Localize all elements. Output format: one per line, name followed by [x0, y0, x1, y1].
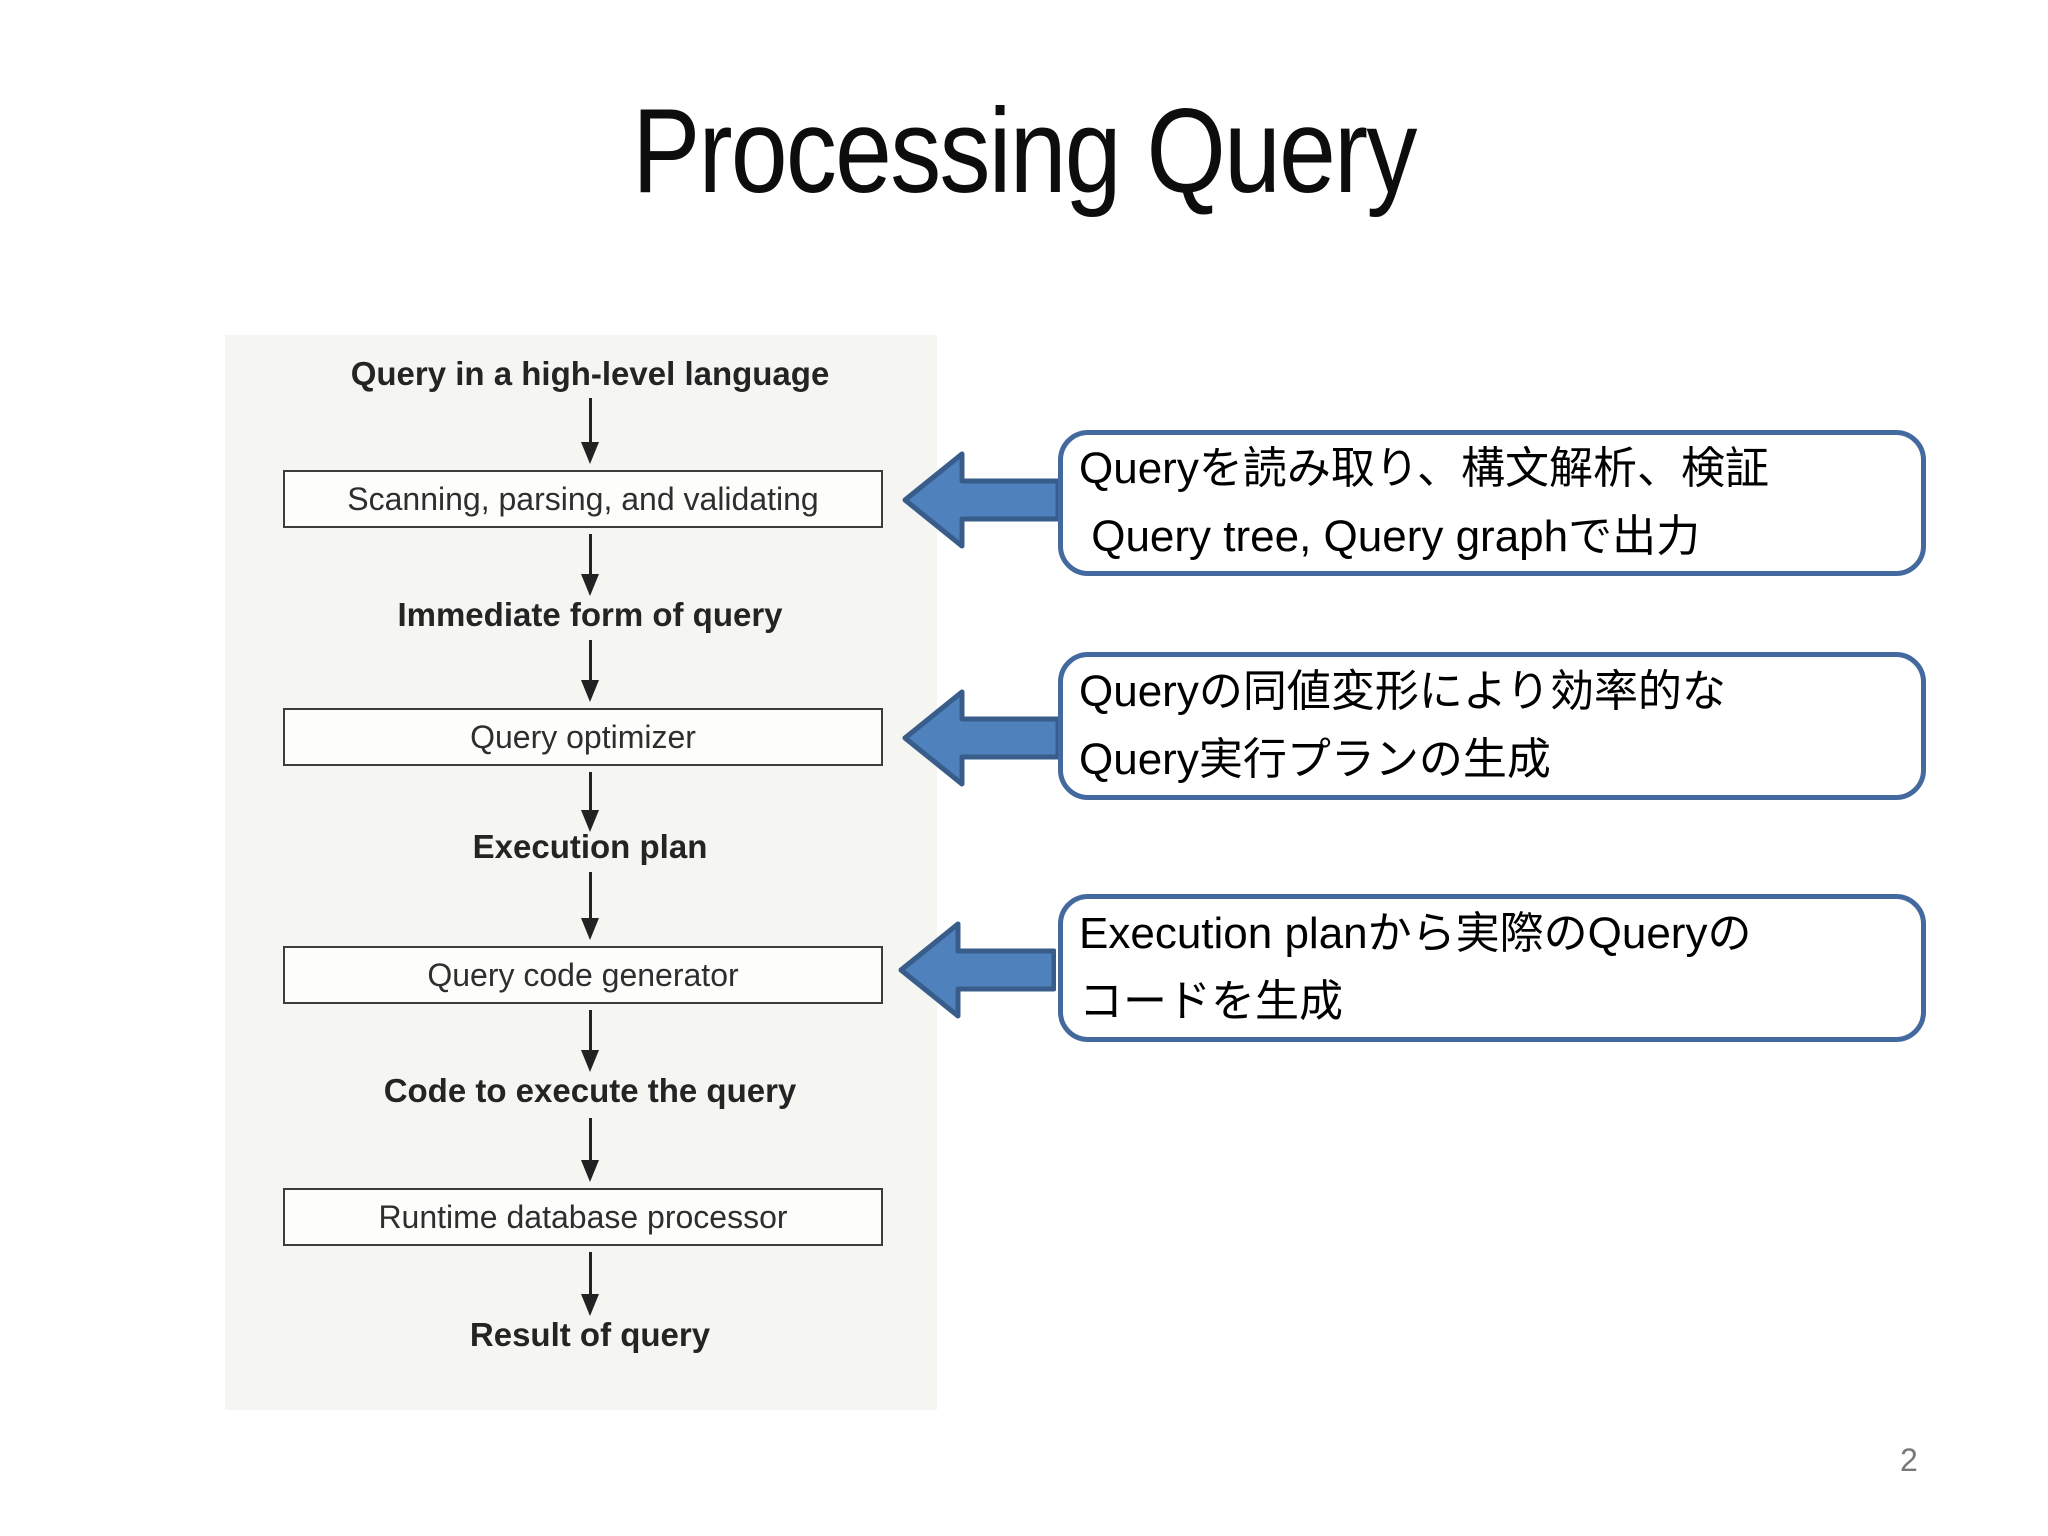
down-arrow-icon [578, 1010, 602, 1072]
down-arrow-icon [578, 1118, 602, 1182]
callout-scanning-note: Queryを読み取り、構文解析、検証 Query tree, Query gra… [1058, 430, 1926, 576]
arrowhead [581, 918, 599, 940]
arrow-line [588, 1010, 592, 1050]
arrowhead [581, 442, 599, 464]
page-number: 2 [1900, 1442, 1918, 1478]
down-arrow-icon [578, 640, 602, 702]
callout-line: Queryの同値変形により効率的な [1079, 667, 1726, 716]
flow-label-code-to-execute: Code to execute the query [383, 1072, 797, 1109]
callout-optimizer-note: Queryの同値変形により効率的な Query実行プランの生成 [1058, 652, 1926, 800]
callout-line: Query tree, Query graphで出力 [1079, 512, 1701, 561]
callout-codegen-note: Execution planから実際のQueryの コードを生成 [1058, 894, 1926, 1042]
arrowhead [581, 680, 599, 702]
down-arrow-icon [578, 398, 602, 464]
arrow-line [588, 1118, 592, 1160]
down-arrow-icon [578, 872, 602, 940]
arrowhead [581, 574, 599, 596]
flow-label-execution-plan: Execution plan [472, 828, 708, 865]
callout-left-arrow-icon [902, 689, 1060, 787]
down-arrow-icon [578, 772, 602, 832]
arrow-line [588, 872, 592, 918]
callout-line: コードを生成 [1079, 977, 1343, 1026]
flow-box-query-optimizer: Query optimizer [283, 708, 883, 766]
down-arrow-icon [578, 534, 602, 596]
callout-line: Queryを読み取り、構文解析、検証 [1079, 444, 1770, 493]
callout-line: Query実行プランの生成 [1079, 735, 1551, 784]
flow-label-result-of-query: Result of query [469, 1316, 711, 1353]
arrow-line [588, 1252, 592, 1294]
arrowhead [581, 1160, 599, 1182]
arrow-line [588, 534, 592, 574]
callout-left-arrow-icon [898, 921, 1056, 1019]
arrow-line [588, 772, 592, 810]
arrowhead [581, 810, 599, 832]
arrowhead [581, 1050, 599, 1072]
arrowhead [581, 1294, 599, 1316]
callout-left-arrow-icon [902, 451, 1060, 549]
callout-line: Execution planから実際のQueryの [1079, 909, 1752, 958]
flow-box-query-code-generator: Query code generator [283, 946, 883, 1004]
arrow-line [588, 398, 592, 442]
flow-box-scanning-parsing-validating: Scanning, parsing, and validating [283, 470, 883, 528]
flow-label-query-high-level: Query in a high-level language [350, 355, 830, 392]
flow-label-immediate-form: Immediate form of query [397, 596, 783, 633]
flow-box-runtime-database-processor: Runtime database processor [283, 1188, 883, 1246]
page-title: Processing Query [632, 84, 1417, 218]
arrow-line [588, 640, 592, 680]
down-arrow-icon [578, 1252, 602, 1316]
